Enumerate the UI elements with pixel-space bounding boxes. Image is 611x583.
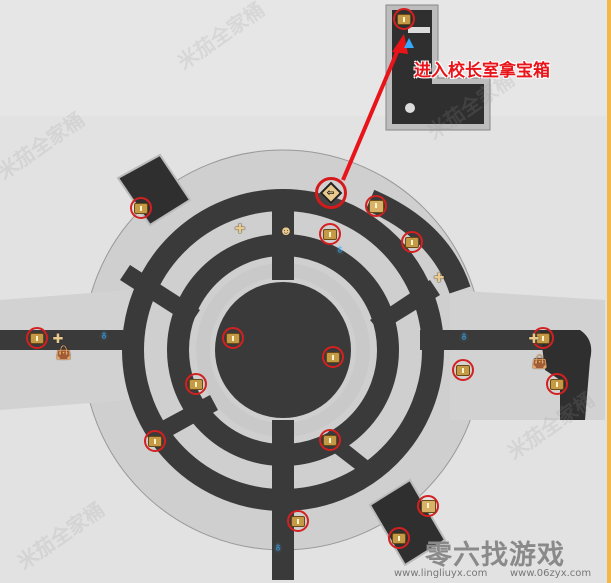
grand-chest-marker[interactable] (417, 495, 439, 517)
chest-marker[interactable] (532, 327, 554, 349)
site-url-right: www.06zyx.com (510, 568, 592, 579)
puzzle-piece-icon[interactable]: ✚ (234, 220, 246, 236)
site-url-left: www.lingliuyx.com (394, 568, 488, 579)
chest-marker[interactable] (144, 430, 166, 452)
treasure-chest-icon (397, 13, 411, 25)
npc-icon[interactable]: ☻ (279, 222, 293, 238)
chest-marker[interactable] (26, 327, 48, 349)
treasure-chest-icon (134, 202, 148, 214)
annotation-label: 进入校长室拿宝箱 (414, 61, 550, 81)
puzzle-piece-icon[interactable]: ✚ (528, 330, 540, 346)
chest-marker[interactable] (319, 429, 341, 451)
treasure-chest-icon (368, 199, 384, 213)
treasure-chest-icon (291, 515, 305, 527)
treasure-chest-icon (148, 435, 162, 447)
treasure-chest-icon (420, 499, 436, 513)
brand-logo-text: 零六找游戏 (425, 540, 565, 571)
treasure-chest-icon (536, 332, 550, 344)
chest-marker[interactable] (401, 231, 423, 253)
chest-marker[interactable] (319, 223, 341, 245)
chest-marker[interactable] (393, 8, 415, 30)
principal-door-marker[interactable]: ⇦ (315, 177, 347, 209)
treasure-chest-icon (189, 378, 203, 390)
treasure-chest-icon (226, 332, 240, 344)
chest-marker[interactable] (452, 359, 474, 381)
treasure-chest-icon (392, 532, 406, 544)
player-arrow-icon (404, 38, 414, 48)
treasure-chest-icon (456, 364, 470, 376)
shop-bag-icon[interactable]: 👜 (55, 344, 73, 360)
space-anchor-icon[interactable]: ♁ (273, 538, 283, 554)
chest-marker[interactable] (185, 373, 207, 395)
space-anchor-icon[interactable]: ♁ (459, 327, 469, 343)
chest-marker[interactable] (287, 510, 309, 532)
treasure-chest-icon (405, 236, 419, 248)
space-anchor-icon[interactable]: ♁ (335, 240, 345, 256)
treasure-chest-icon (30, 332, 44, 344)
chest-marker[interactable] (546, 373, 568, 395)
chest-marker[interactable] (130, 197, 152, 219)
chest-marker[interactable] (322, 346, 344, 368)
treasure-chest-icon (326, 351, 340, 363)
door-icon: ⇦ (319, 181, 343, 205)
chest-marker[interactable] (388, 527, 410, 549)
shop-bag-icon[interactable]: 👜 (531, 353, 549, 369)
puzzle-piece-icon[interactable]: ✚ (433, 269, 445, 285)
puzzle-piece-icon[interactable]: ✚ (52, 330, 64, 346)
chest-marker[interactable] (222, 327, 244, 349)
grand-chest-marker[interactable] (365, 195, 387, 217)
accent-edge (607, 0, 611, 583)
treasure-chest-icon (323, 434, 337, 446)
top-band (0, 0, 611, 116)
treasure-chest-icon (550, 378, 564, 390)
space-anchor-icon[interactable]: ♁ (99, 326, 109, 342)
treasure-chest-icon (323, 228, 337, 240)
